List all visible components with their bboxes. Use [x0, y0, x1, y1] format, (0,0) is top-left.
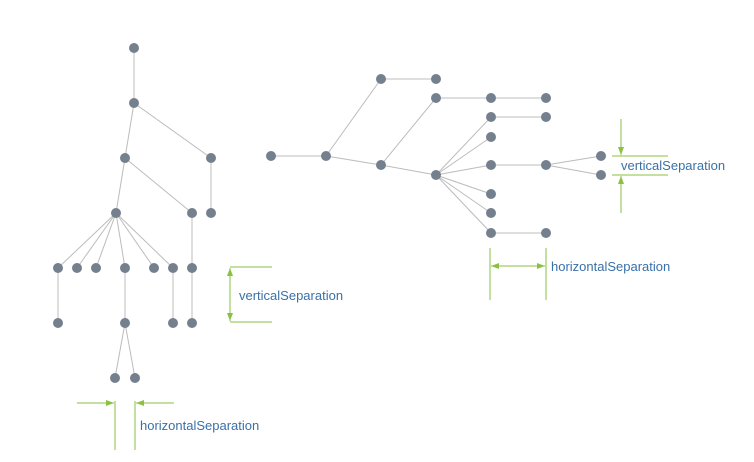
- right-tree-edge: [435, 136, 492, 176]
- right-tree-node: [486, 160, 496, 170]
- right-tree-node: [486, 93, 496, 103]
- right-tree-node: [486, 228, 496, 238]
- left-tree-node: [53, 263, 63, 273]
- right-tree-edge: [435, 116, 492, 176]
- left-tree-edge: [133, 102, 212, 159]
- right-tree-node: [541, 112, 551, 122]
- left-tree-node: [120, 263, 130, 273]
- left-tree-node: [168, 263, 178, 273]
- right-tree-edge: [380, 97, 437, 166]
- right-tree-node: [541, 93, 551, 103]
- right-tree-node: [431, 93, 441, 103]
- left-tree-edge: [57, 212, 117, 269]
- left-tree-node: [120, 153, 130, 163]
- right-tree-edge: [545, 155, 602, 166]
- right-tree-node: [486, 112, 496, 122]
- tree-edges: [57, 48, 602, 379]
- right-tree-node: [596, 170, 606, 180]
- left-tree-node: [187, 318, 197, 328]
- left-tree-node: [91, 263, 101, 273]
- left-tree-edge: [115, 212, 126, 269]
- right-horizontal-separation-dimension: horizontalSeparation: [489, 248, 670, 300]
- left-tree-edge: [114, 322, 126, 379]
- left-tree-edge: [124, 322, 136, 379]
- left-tree-edge: [115, 212, 174, 269]
- left-tree-node: [206, 153, 216, 163]
- left-horizontal-separation-label: horizontalSeparation: [140, 418, 259, 433]
- left-tree-node: [72, 263, 82, 273]
- right-horizontal-separation-label: horizontalSeparation: [551, 259, 670, 274]
- left-tree-edge: [115, 157, 126, 214]
- left-horizontal-separation-dimension: horizontalSeparation: [77, 400, 259, 450]
- left-vertical-separation-label: verticalSeparation: [239, 288, 343, 303]
- right-tree-node: [596, 151, 606, 161]
- right-tree-edge: [325, 78, 382, 157]
- left-tree-node: [129, 98, 139, 108]
- left-tree-node: [187, 263, 197, 273]
- left-tree-node: [187, 208, 197, 218]
- right-vertical-separation-label: verticalSeparation: [621, 158, 725, 173]
- right-tree-node: [431, 170, 441, 180]
- left-tree-edge: [76, 212, 117, 269]
- right-tree-edge: [435, 174, 492, 214]
- right-tree-edge: [435, 174, 492, 234]
- left-tree-node: [130, 373, 140, 383]
- right-vertical-separation-dimension: verticalSeparation: [612, 119, 725, 213]
- left-tree-edge: [124, 102, 135, 159]
- right-tree-node: [431, 74, 441, 84]
- right-tree-edge: [380, 164, 437, 176]
- right-tree-edge: [325, 155, 382, 166]
- left-vertical-separation-dimension: verticalSeparation: [227, 266, 343, 323]
- right-tree-node: [376, 160, 386, 170]
- left-tree-edge: [95, 212, 117, 269]
- right-tree-edge: [435, 164, 492, 176]
- left-tree-node: [53, 318, 63, 328]
- right-tree-node: [266, 151, 276, 161]
- right-tree-node: [376, 74, 386, 84]
- left-tree-node: [149, 263, 159, 273]
- right-tree-node: [541, 160, 551, 170]
- right-tree-node: [486, 208, 496, 218]
- left-tree-node: [111, 208, 121, 218]
- left-tree-node: [168, 318, 178, 328]
- right-tree-node: [486, 189, 496, 199]
- right-tree-edge: [435, 174, 492, 195]
- left-tree-node: [120, 318, 130, 328]
- right-tree-edge: [545, 164, 602, 176]
- left-tree-node: [129, 43, 139, 53]
- left-tree-edge: [124, 157, 193, 214]
- right-tree-node: [486, 132, 496, 142]
- left-tree-node: [110, 373, 120, 383]
- right-tree-node: [541, 228, 551, 238]
- left-tree-edge: [115, 212, 155, 269]
- right-tree-node: [321, 151, 331, 161]
- tree-nodes: [53, 43, 606, 383]
- left-tree-node: [206, 208, 216, 218]
